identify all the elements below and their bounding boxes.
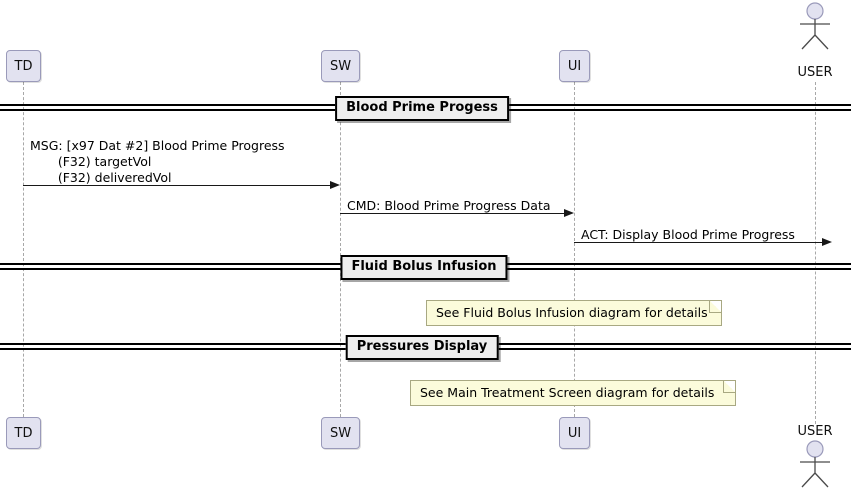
actor-user-bottom[interactable] <box>794 440 836 488</box>
message-line-cmd-blood-prime-progress-data <box>340 213 564 214</box>
participant-ui-bottom[interactable]: UI <box>559 417 590 449</box>
note-fold-corner-icon <box>709 301 721 313</box>
participant-ui-top[interactable]: UI <box>559 50 590 82</box>
message-line-msg-blood-prime-progress <box>23 185 330 186</box>
actor-label-user-top: USER <box>797 65 833 80</box>
message-label-act-display-blood-prime-progress: ACT: Display Blood Prime Progress <box>581 227 795 242</box>
lifeline-sw <box>340 82 341 417</box>
note-note-fluid-bolus[interactable]: See Fluid Bolus Infusion diagram for det… <box>426 300 722 326</box>
participant-label: SW <box>329 425 352 441</box>
divider-label-blood-prime-progess[interactable]: Blood Prime Progess <box>335 96 509 121</box>
lifeline-td <box>23 82 24 417</box>
actor-user-top[interactable] <box>794 2 836 50</box>
participant-sw-top[interactable]: SW <box>321 50 360 82</box>
participant-label: TD <box>14 58 33 74</box>
participant-label: SW <box>329 58 352 74</box>
message-arrowhead-act-display-blood-prime-progress <box>822 238 832 246</box>
lifeline-user <box>815 82 816 424</box>
actor-label-user-bottom: USER <box>797 424 833 439</box>
divider-label-fluid-bolus-infusion[interactable]: Fluid Bolus Infusion <box>340 255 508 280</box>
note-text: See Fluid Bolus Infusion diagram for det… <box>436 305 708 320</box>
participant-sw-bottom[interactable]: SW <box>321 417 360 449</box>
message-arrowhead-msg-blood-prime-progress <box>330 181 340 189</box>
participant-label: TD <box>14 425 33 441</box>
message-line-act-display-blood-prime-progress <box>574 242 822 243</box>
message-label-msg-blood-prime-progress: (F32) targetVol <box>30 154 152 169</box>
participant-label: UI <box>567 425 582 441</box>
note-text: See Main Treatment Screen diagram for de… <box>420 385 715 400</box>
note-fold-corner-icon <box>723 381 735 393</box>
message-arrowhead-cmd-blood-prime-progress-data <box>564 209 574 217</box>
lifeline-ui <box>574 82 575 417</box>
participant-td-bottom[interactable]: TD <box>6 417 41 449</box>
message-label-msg-blood-prime-progress: (F32) deliveredVol <box>30 170 172 185</box>
divider-label-pressures-display[interactable]: Pressures Display <box>345 335 499 360</box>
note-note-main-treatment[interactable]: See Main Treatment Screen diagram for de… <box>410 380 736 406</box>
participant-td-top[interactable]: TD <box>6 50 41 82</box>
participant-label: UI <box>567 58 582 74</box>
message-label-cmd-blood-prime-progress-data: CMD: Blood Prime Progress Data <box>347 198 551 213</box>
message-label-msg-blood-prime-progress: MSG: [x97 Dat #2] Blood Prime Progress <box>30 138 285 153</box>
